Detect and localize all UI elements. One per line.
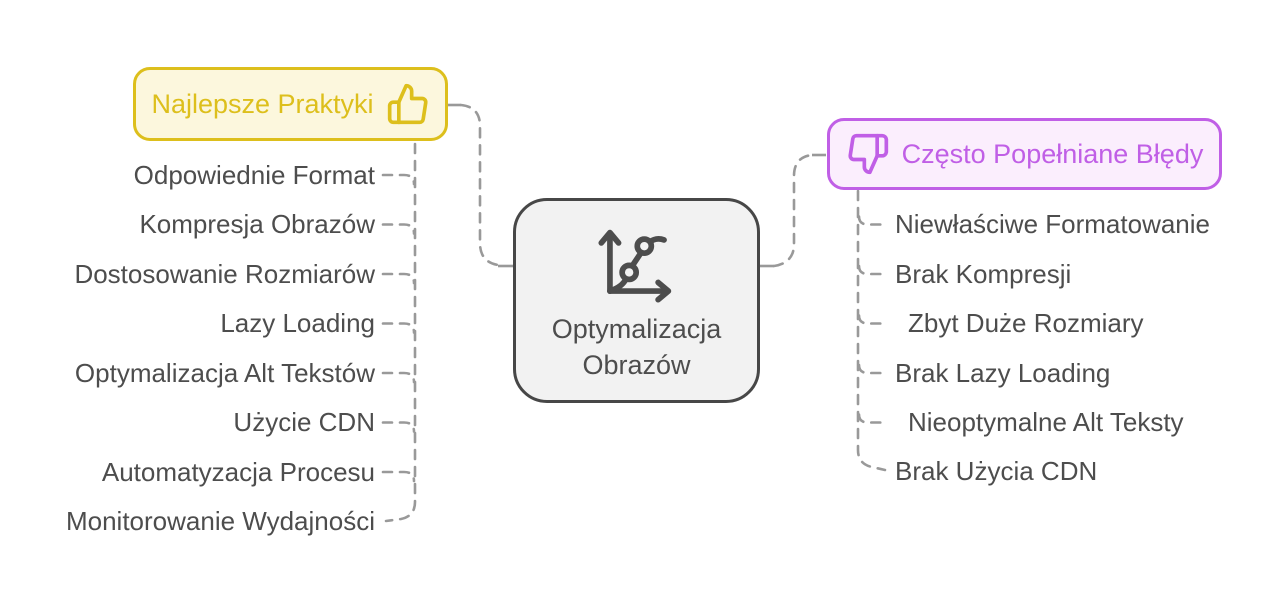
connector-stub	[857, 363, 886, 375]
leaf-item[interactable]: Optymalizacja Alt Tekstów	[74, 358, 375, 388]
connector-stub	[381, 421, 416, 433]
leaf-item[interactable]: Nieoptymalne Alt Teksty	[908, 407, 1184, 437]
connector-stub	[381, 223, 416, 235]
connector-right-curve	[772, 153, 814, 268]
leaf-item[interactable]: Lazy Loading	[220, 308, 375, 338]
leaf-item[interactable]: Brak Użycia CDN	[895, 456, 1098, 486]
connector-stub	[381, 371, 416, 384]
leaf-item[interactable]: Brak Lazy Loading	[895, 358, 1111, 388]
leaf-item[interactable]: Dostosowanie Rozmiarów	[74, 259, 375, 289]
leaf-item[interactable]: Odpowiednie Format	[133, 160, 375, 190]
connector-stub	[857, 314, 886, 325]
line-chart-icon	[597, 230, 671, 303]
connector-stub	[381, 272, 416, 285]
connector-left-trunk	[384, 142, 417, 523]
node-central-topic-label: Optymalizacja Obrazów	[551, 314, 722, 380]
node-central-topic[interactable]: Optymalizacja Obrazów	[513, 198, 760, 403]
node-best-practices[interactable]: Najlepsze Praktyki	[133, 67, 448, 141]
best-practices-list: Odpowiednie Format Kompresja Obrazów Dos…	[0, 0, 375, 605]
leaf-item[interactable]: Zbyt Duże Rozmiary	[908, 308, 1144, 338]
thumbs-down-icon	[848, 133, 888, 175]
connector-stub	[857, 413, 886, 424]
thumbs-up-icon	[387, 83, 428, 125]
leaf-item[interactable]: Automatyzacja Procesu	[101, 457, 375, 487]
connector-stub	[381, 173, 416, 186]
connector-stub	[381, 470, 416, 483]
leaf-item[interactable]: Niewłaściwe Formatowanie	[895, 209, 1210, 239]
leaf-item[interactable]: Monitorowanie Wydajności	[65, 506, 375, 536]
leaf-item[interactable]: Użycie CDN	[233, 407, 375, 437]
leaf-item[interactable]: Kompresja Obrazów	[139, 209, 375, 239]
node-best-practices-label: Najlepsze Praktyki	[151, 88, 374, 119]
node-common-mistakes-label: Często Popełniane Błędy	[901, 138, 1204, 169]
node-common-mistakes[interactable]: Często Popełniane Błędy	[827, 118, 1222, 190]
leaf-item[interactable]: Brak Kompresji	[895, 259, 1072, 289]
connector-stub	[857, 264, 886, 276]
common-mistakes-list: Niewłaściwe Formatowanie Brak Kompresji …	[895, 0, 1274, 605]
connector-stub	[857, 215, 886, 226]
connector-right-trunk	[856, 189, 887, 472]
connector-left-curve	[459, 103, 500, 267]
connector-stub	[381, 322, 416, 334]
